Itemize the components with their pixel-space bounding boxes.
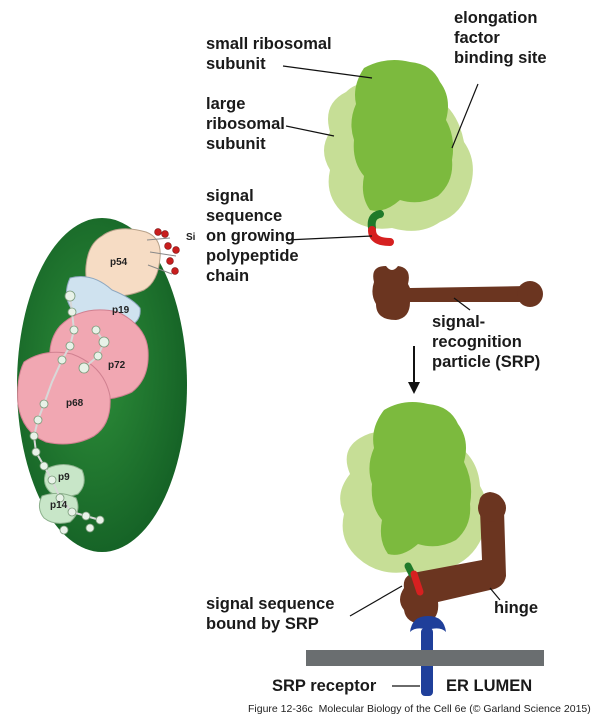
label-p19: p19 bbox=[112, 305, 130, 316]
er-membrane bbox=[306, 650, 544, 666]
srp-particle-top bbox=[372, 266, 543, 320]
label-hinge: hinge bbox=[494, 599, 538, 617]
label-er-lumen: ER LUMEN bbox=[446, 677, 533, 695]
si-beads bbox=[146, 228, 180, 275]
label-si: Si bbox=[186, 232, 196, 243]
srp-receptor-head bbox=[410, 616, 446, 632]
figure-caption: Figure 12-36c Molecular Biology of the C… bbox=[248, 703, 591, 715]
leader-lines bbox=[282, 65, 501, 687]
small-ribosomal-subunit-bottom bbox=[369, 402, 472, 555]
ribosome-top bbox=[324, 60, 473, 246]
label-p68: p68 bbox=[66, 398, 84, 409]
srp-particle-bound bbox=[400, 492, 506, 624]
label-srp-receptor: SRP receptor bbox=[272, 677, 377, 695]
srp-diagram bbox=[17, 60, 544, 696]
label-signal-sequence-bound: signal sequence bound by SRP bbox=[206, 595, 335, 633]
label-small-ribosomal-subunit: small ribosomal subunit bbox=[206, 35, 332, 73]
p14-protein bbox=[38, 492, 79, 524]
p54-protein bbox=[85, 228, 161, 297]
srp-end-ball-top bbox=[517, 281, 543, 307]
label-p9: p9 bbox=[58, 472, 70, 483]
label-p72: p72 bbox=[108, 360, 126, 371]
ribosome-bottom bbox=[340, 402, 488, 575]
signal-sequence-red bbox=[368, 226, 394, 246]
srp-hinge-ball bbox=[478, 494, 506, 522]
p9-protein bbox=[44, 464, 85, 498]
label-srp: signal- recognition particle (SRP) bbox=[432, 313, 541, 371]
bound-signal-red bbox=[410, 570, 424, 596]
label-signal-sequence-growing: signal sequence on growing polypeptide c… bbox=[206, 187, 299, 285]
srp-body-bound bbox=[400, 492, 506, 624]
label-elongation-factor-binding-site: elongation factor binding site bbox=[454, 9, 547, 67]
srp-body-top bbox=[372, 266, 528, 320]
label-large-ribosomal-subunit: large ribosomal subunit bbox=[206, 95, 285, 153]
srp-rna-chain bbox=[32, 295, 106, 521]
transition-arrow bbox=[408, 346, 420, 394]
srp-rna-beads bbox=[29, 290, 110, 535]
label-p14: p14 bbox=[50, 500, 68, 511]
srp-structure-model bbox=[17, 218, 187, 552]
srp-receptor bbox=[410, 616, 446, 696]
small-ribosomal-subunit-top bbox=[351, 60, 454, 211]
label-p54: p54 bbox=[110, 257, 128, 268]
